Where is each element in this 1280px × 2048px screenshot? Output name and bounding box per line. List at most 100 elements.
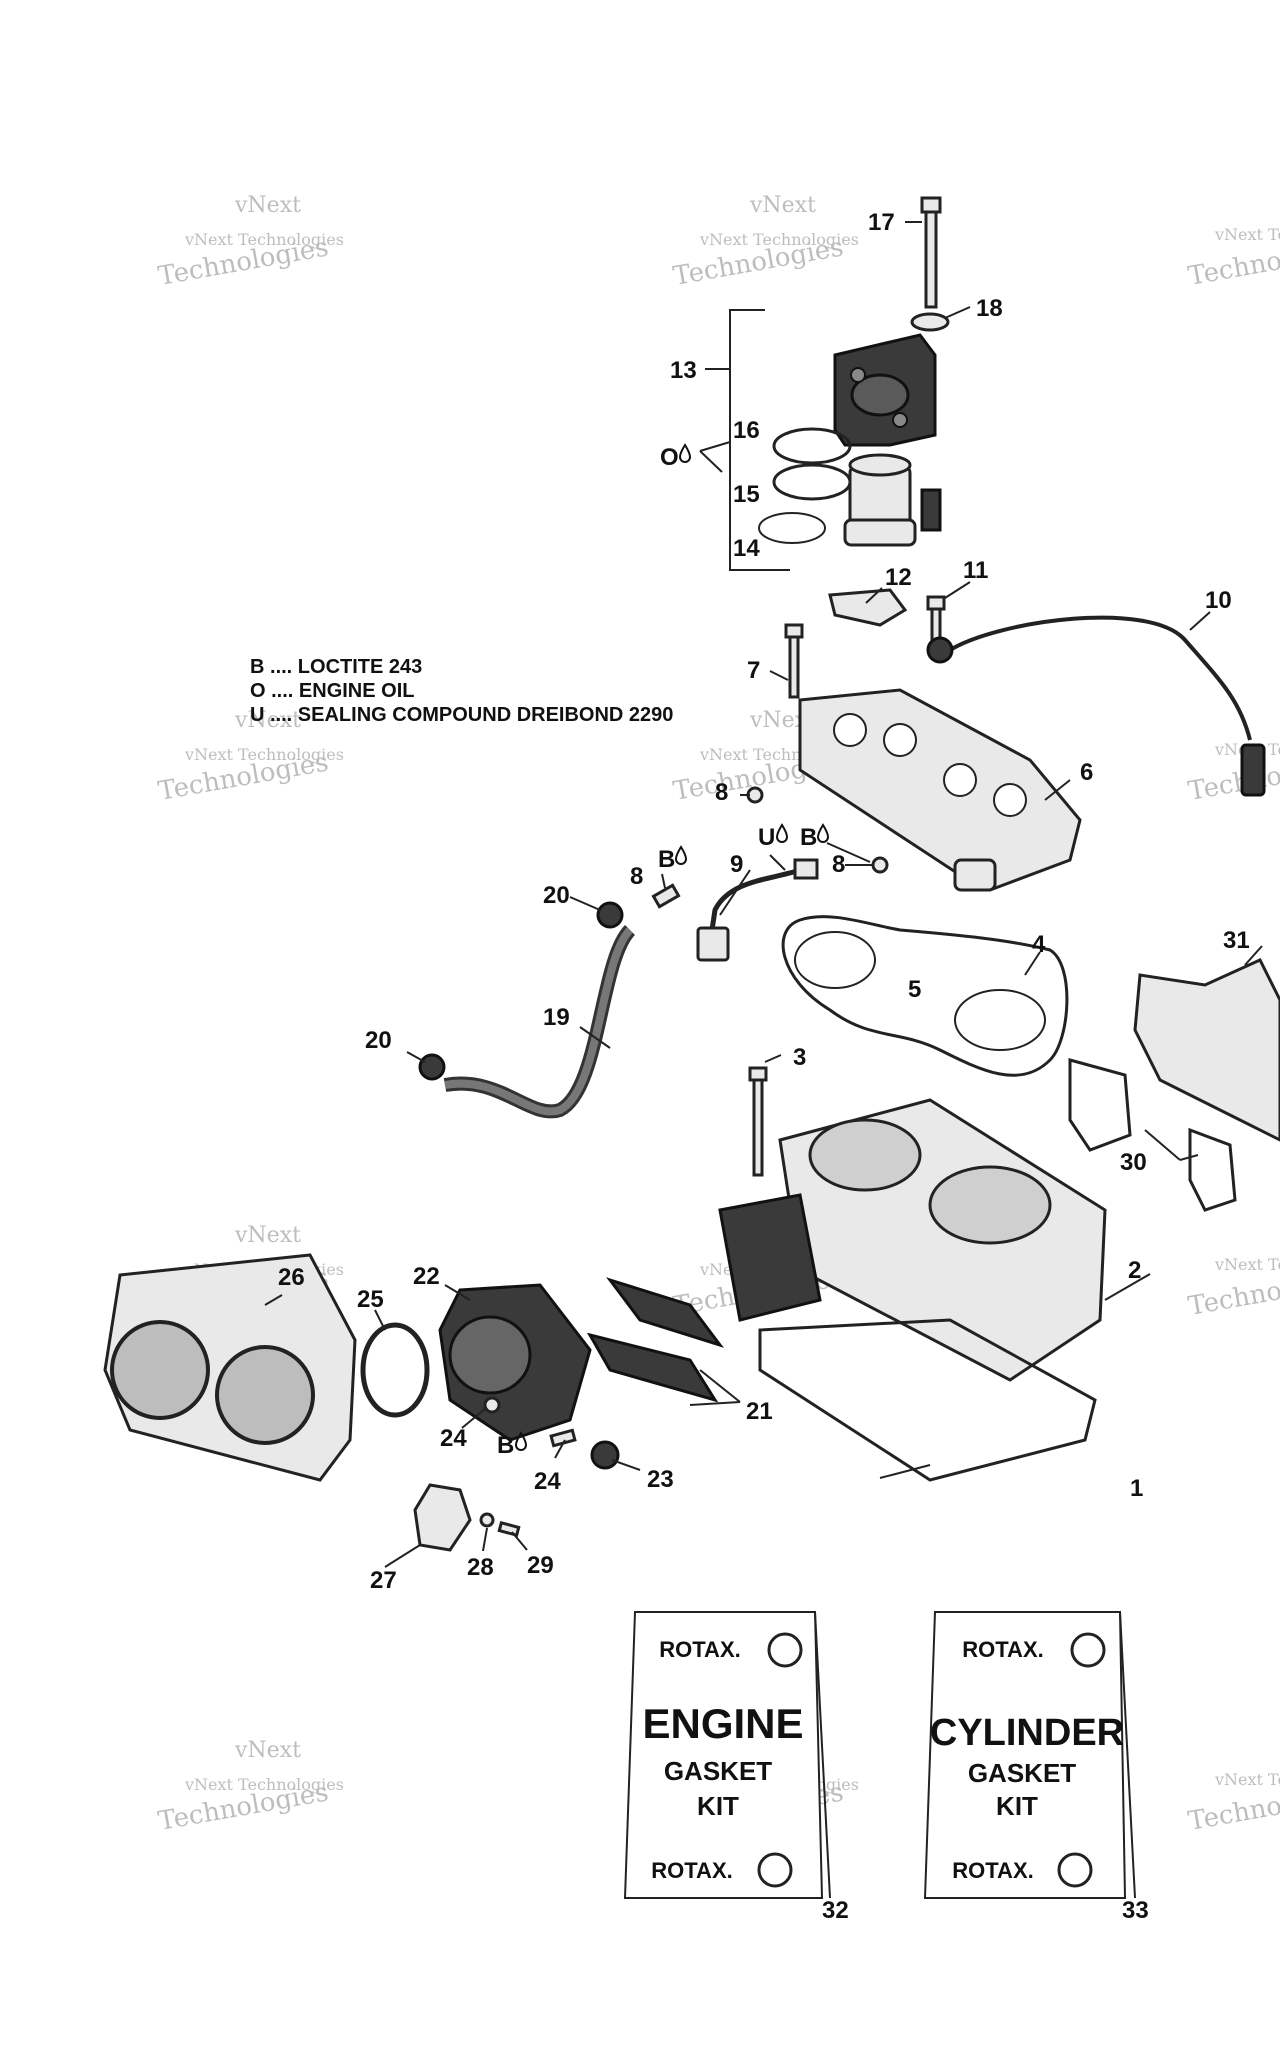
callout-15: 15	[733, 481, 760, 508]
part-27-tps	[413, 1483, 472, 1552]
drop-icon	[678, 443, 692, 463]
part-8-screw	[871, 856, 889, 874]
part-7-bolt	[784, 623, 804, 699]
part-31-manifold	[1133, 958, 1280, 1142]
brp-logo-icon	[757, 1852, 793, 1888]
watermark-text: vNext	[749, 193, 816, 218]
callout-4: 4	[1032, 931, 1046, 958]
callout-6: 6	[1080, 759, 1093, 786]
watermark: vNext vNext Technologies Technologies	[671, 193, 859, 292]
marker-loctite: B	[800, 824, 817, 851]
part-14-o-ring	[758, 512, 826, 544]
watermark: vNext Technologies Technologies	[1186, 740, 1280, 807]
brp-logo-icon	[1057, 1852, 1093, 1888]
legend-text: LOCTITE 243	[297, 656, 423, 678]
part-4-head-gasket	[781, 915, 1069, 1077]
part-5-gasket-bore	[794, 931, 876, 989]
callout-27: 27	[370, 1567, 397, 1594]
kit-brand: ROTAX.	[952, 1858, 1033, 1883]
part-21-reed-valve	[586, 1332, 719, 1403]
callout-3: 3	[793, 1044, 806, 1071]
watermark-text: vNext Technologies	[1214, 225, 1280, 244]
watermark-text: vNext Technologies	[184, 745, 344, 764]
marker-loctite: B	[658, 846, 675, 873]
callout-13: 13	[670, 357, 697, 384]
callout-12: 12	[885, 564, 912, 591]
marker-loctite: B	[497, 1432, 514, 1459]
watermark: vNext Technologies Technologies	[1186, 225, 1280, 292]
drop-icon	[816, 823, 830, 843]
watermark-text: vNext	[234, 1738, 301, 1763]
part-23-grommet	[590, 1440, 620, 1470]
marker-sealing-compound: U	[758, 824, 775, 851]
part-19-hose-inner	[444, 927, 634, 1116]
watermark-text: vNext Technologies	[699, 230, 859, 249]
kit-line3: KIT	[996, 1791, 1038, 1821]
group-bracket	[729, 309, 790, 571]
watermark-text: vNext Technologies	[184, 230, 344, 249]
part-13-valve-cover	[833, 333, 937, 447]
watermark: vNext vNext Technologies Technologies	[156, 193, 344, 292]
part-26-throttle-body	[103, 1253, 357, 1482]
callout-32: 32	[822, 1897, 849, 1924]
cylinder-gasket-kit: ROTAX. CYLINDER GASKET KIT ROTAX.	[923, 1611, 1136, 1899]
part-15-o-ring	[772, 463, 852, 501]
callout-8: 8	[630, 863, 643, 890]
callout-10: 10	[1205, 587, 1232, 614]
callout-33: 33	[1122, 1897, 1149, 1924]
legend-text: ENGINE OIL	[298, 680, 415, 702]
legend-code: O	[250, 680, 266, 702]
watermark: vNext Technologies Technologies	[1186, 1255, 1280, 1322]
part-20-clamp	[596, 901, 624, 929]
compound-markers: O U B B B	[497, 443, 830, 1459]
watermark-text: vNext	[234, 1223, 301, 1248]
part-16-o-ring	[772, 427, 852, 465]
callout-14: 14	[733, 535, 760, 562]
part-9-temp-sensor	[696, 858, 819, 962]
callout-5: 5	[908, 976, 921, 1003]
part-11-bolt	[926, 595, 946, 646]
watermark-text: vNext	[234, 193, 301, 218]
part-5-gasket-bore	[954, 989, 1046, 1051]
callout-24: 24	[534, 1468, 561, 1495]
callout-17: 17	[868, 209, 895, 236]
kit-line1: ENGINE	[642, 1700, 803, 1747]
part-18-washer	[910, 312, 950, 332]
legend-item: O .... ENGINE OIL	[250, 680, 415, 702]
legend-text: SEALING COMPOUND DREIBOND 2290	[297, 704, 674, 726]
callout-22: 22	[413, 1263, 440, 1290]
engine-gasket-kit: ROTAX. ENGINE GASKET KIT ROTAX.	[623, 1611, 831, 1899]
drop-icon	[775, 823, 789, 843]
part-8-screw	[651, 883, 681, 909]
legend: B .... LOCTITE 243 O .... ENGINE OIL U .…	[250, 655, 673, 727]
callout-21: 21	[746, 1398, 773, 1425]
callout-25: 25	[357, 1286, 384, 1313]
part-30-gasket	[1068, 1058, 1132, 1152]
callout-26: 26	[278, 1264, 305, 1291]
part-10-knock-sensor	[926, 615, 1266, 797]
callout-8: 8	[715, 779, 728, 806]
watermark-text: vNext Technologies	[184, 1775, 344, 1794]
kit-line1: CYLINDER	[930, 1712, 1124, 1754]
legend-code: B	[250, 656, 265, 678]
brp-logo-icon	[1070, 1632, 1106, 1668]
kit-brand: ROTAX.	[659, 1637, 740, 1662]
watermark-grid: vNext vNext Technologies Technologies vN…	[156, 193, 1280, 1837]
kit-brand: ROTAX.	[962, 1637, 1043, 1662]
legend-item: B .... LOCTITE 243	[250, 656, 423, 678]
leader-lines	[264, 221, 1263, 1568]
callout-30: 30	[1120, 1149, 1147, 1176]
callout-29: 29	[527, 1552, 554, 1579]
callout-16: 16	[733, 417, 760, 444]
part-12-gasket	[828, 588, 908, 627]
part-solenoid-valve	[843, 453, 942, 547]
watermark: vNext Technologies Technologies	[1186, 1770, 1280, 1837]
part-2-cylinder	[718, 1098, 1107, 1382]
callout-20: 20	[365, 1027, 392, 1054]
callout-20: 20	[543, 882, 570, 909]
watermark: vNext vNext Technologies Technologies	[156, 1738, 344, 1837]
part-6-cylinder-head	[798, 688, 1082, 892]
callout-31: 31	[1223, 927, 1250, 954]
legend-item: U .... SEALING COMPOUND DREIBOND 2290	[250, 704, 674, 726]
callout-7: 7	[747, 657, 760, 684]
